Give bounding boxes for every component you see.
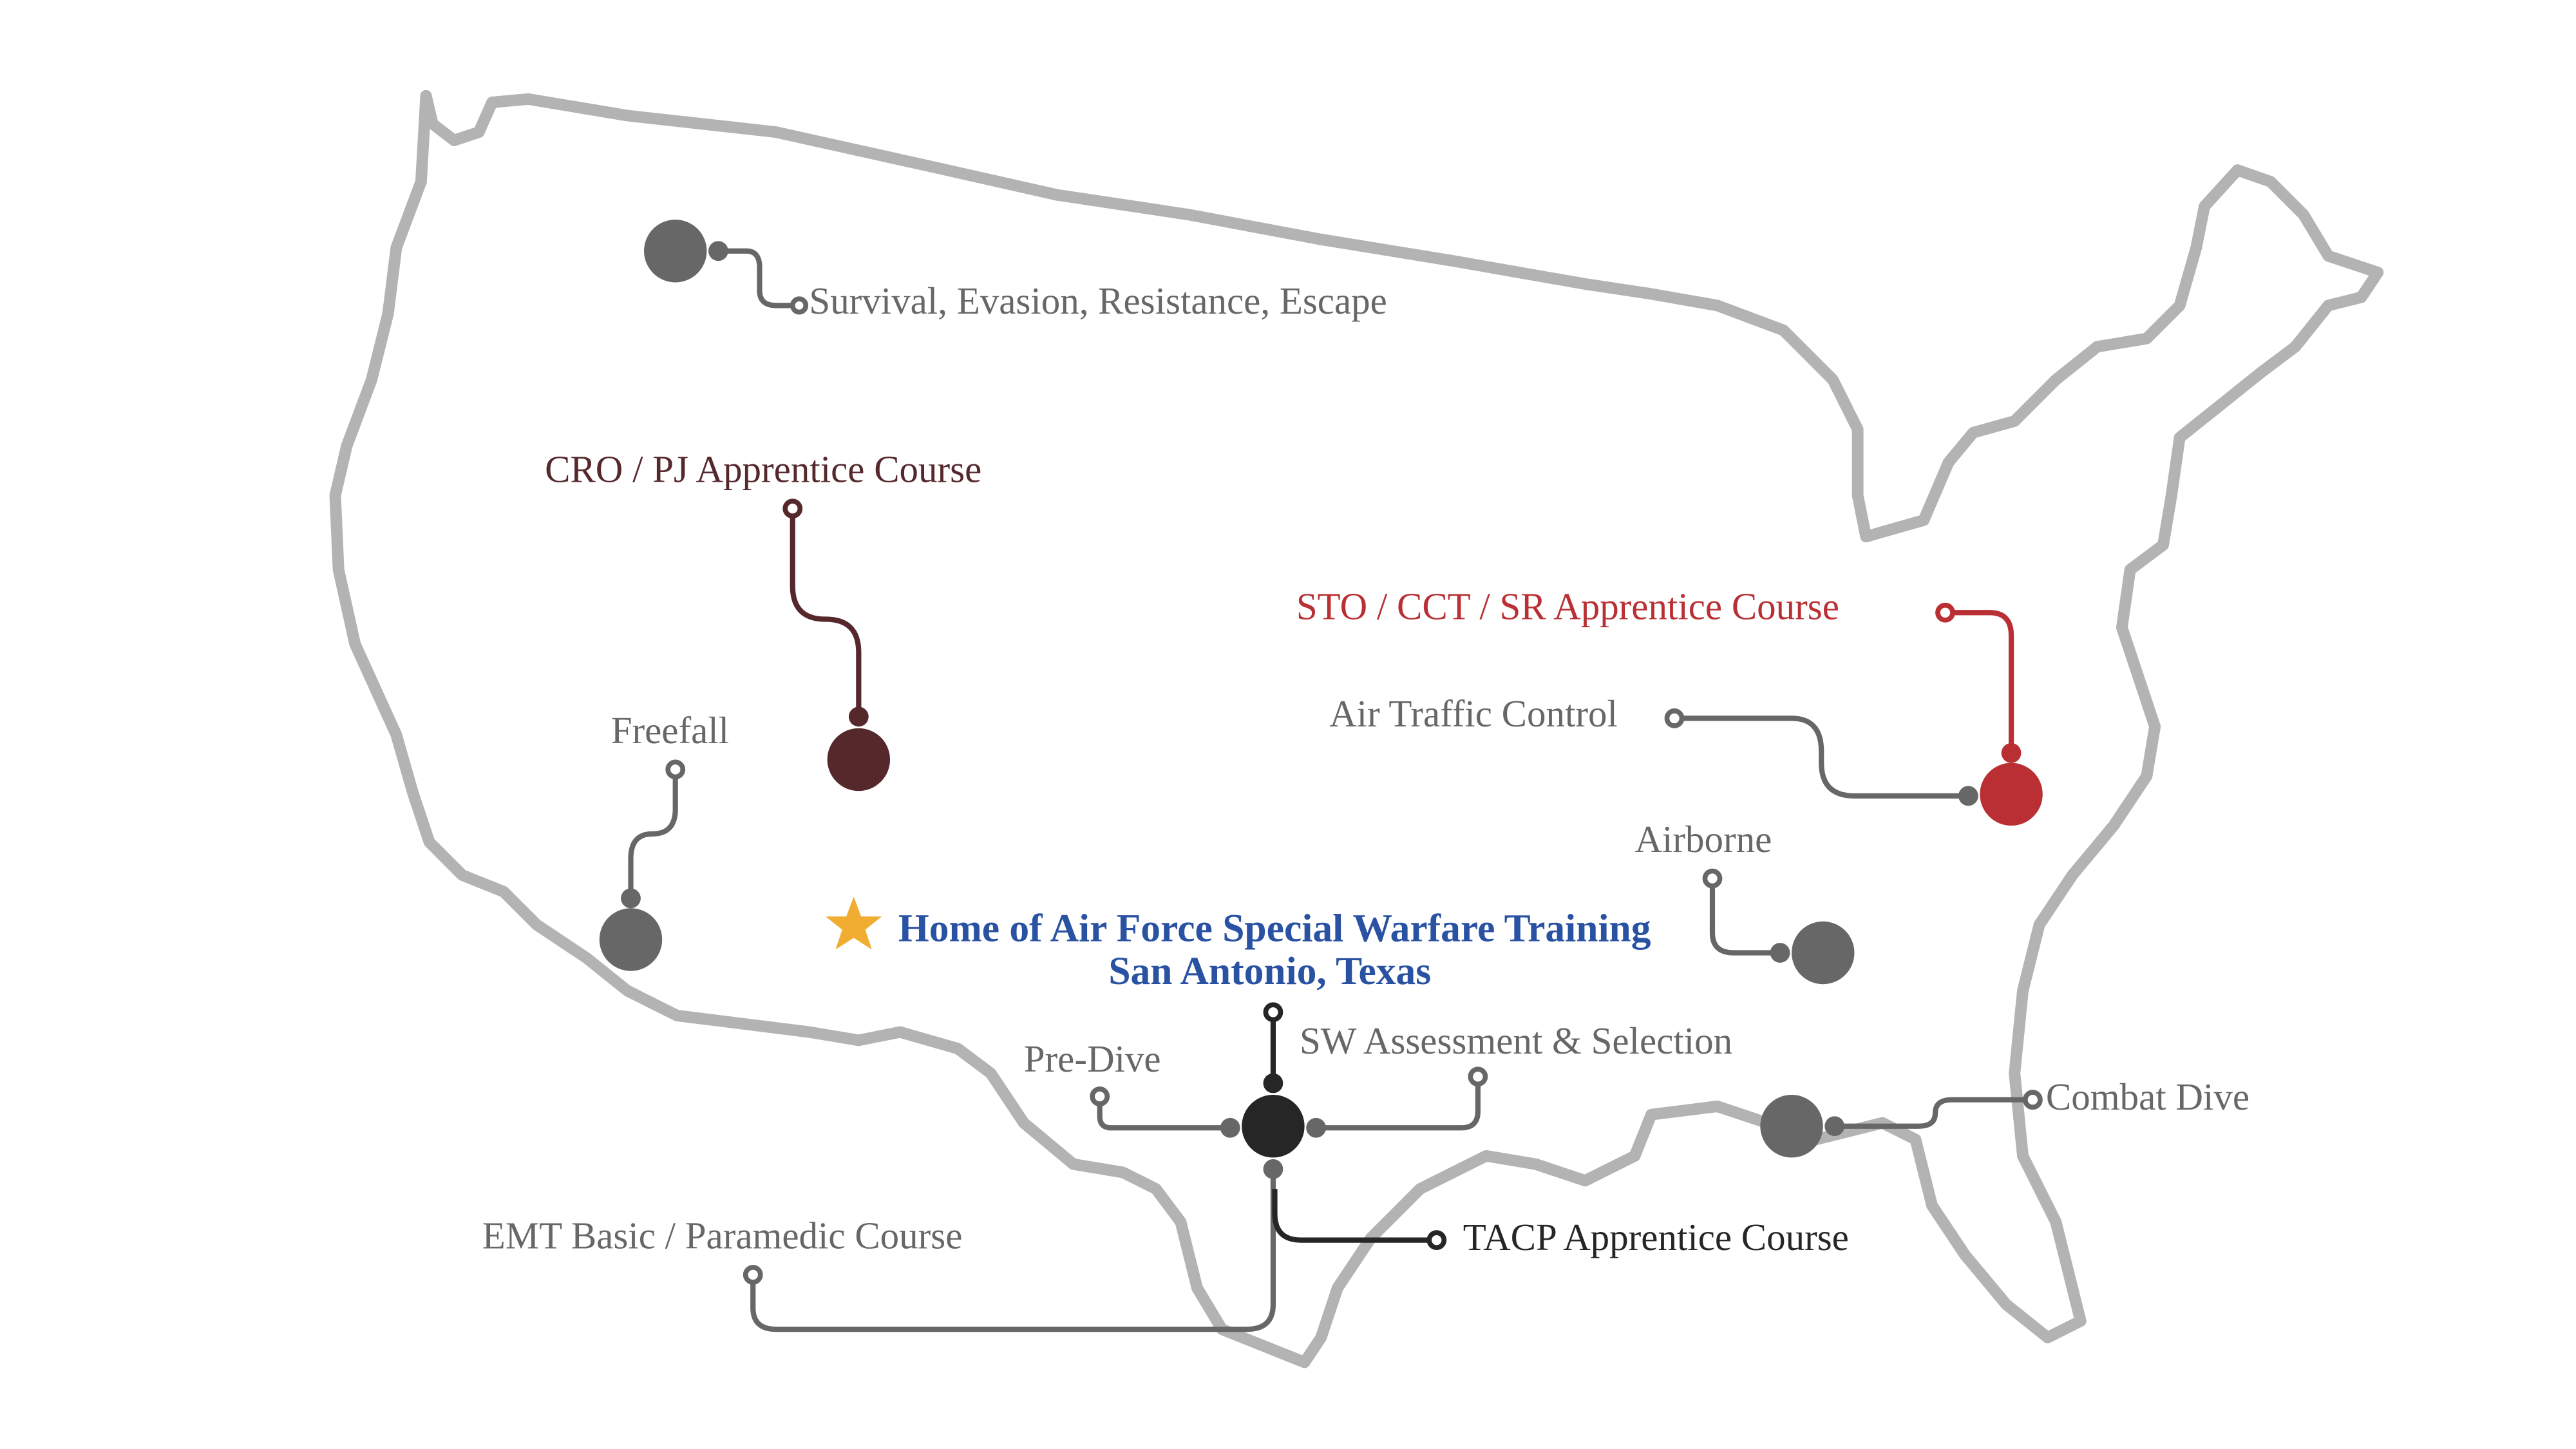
marker-cro-pj[interactable]: CRO / PJ Apprentice Course — [545, 448, 981, 791]
label-emt-paramedic: EMT Basic / Paramedic Course — [482, 1214, 963, 1256]
star-icon — [826, 896, 882, 950]
marker-air-traffic-control[interactable]: Air Traffic Control — [1329, 692, 1978, 806]
marker-combat-dive[interactable]: Combat Dive — [1760, 1075, 2249, 1158]
marker-sere[interactable]: Survival, Evasion, Resistance, Escape — [644, 220, 1387, 322]
marker-airborne[interactable]: Airborne — [1634, 818, 1855, 985]
label-cro-pj: CRO / PJ Apprentice Course — [545, 448, 981, 491]
label-air-traffic-control: Air Traffic Control — [1329, 692, 1618, 735]
label-combat-dive: Combat Dive — [2046, 1075, 2249, 1118]
us-outline — [329, 90, 2384, 1368]
label-pre-dive: Pre-Dive — [1024, 1037, 1161, 1080]
marker-freefall[interactable]: Freefall — [599, 709, 729, 971]
label-airborne: Airborne — [1634, 818, 1772, 860]
label-sw-assessment-selection: SW Assessment & Selection — [1300, 1019, 1732, 1062]
headline-line2: San Antonio, Texas — [1108, 949, 1431, 993]
hub-san-antonio[interactable]: SW Assessment & Selection Pre-Dive EMT B… — [482, 1002, 1849, 1332]
headline: Home of Air Force Special Warfare Traini… — [826, 896, 1651, 993]
label-freefall: Freefall — [611, 709, 729, 752]
headline-line1: Home of Air Force Special Warfare Traini… — [898, 907, 1651, 951]
marker-sto-cct-sr[interactable]: STO / CCT / SR Apprentice Course — [1296, 585, 2043, 826]
label-tacp: TACP Apprentice Course — [1463, 1216, 1849, 1258]
label-sere: Survival, Evasion, Resistance, Escape — [809, 279, 1387, 322]
label-sto-cct-sr: STO / CCT / SR Apprentice Course — [1296, 585, 1839, 628]
